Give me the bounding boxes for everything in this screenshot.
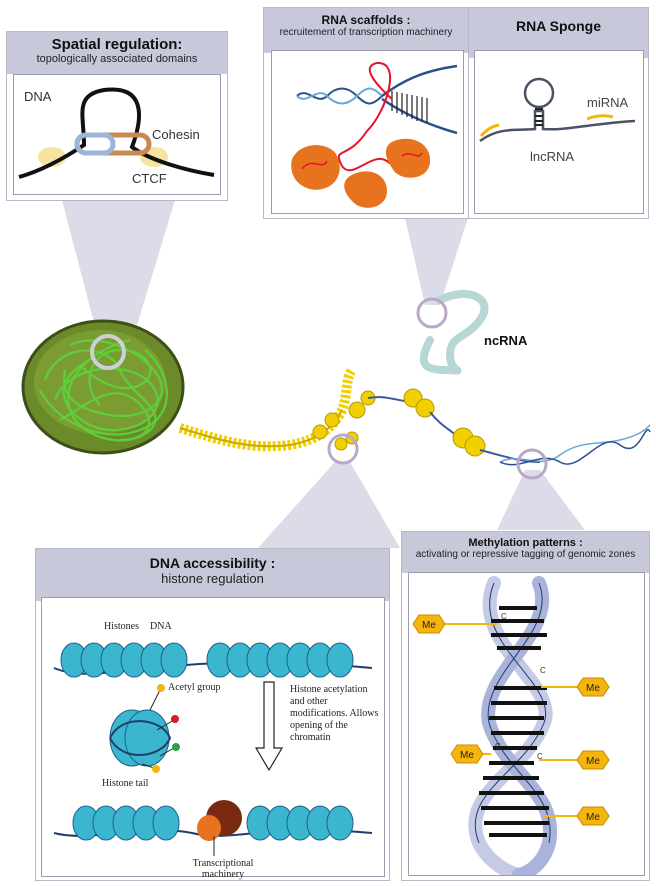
acetylation-arrow	[254, 681, 284, 772]
cytosine-label: C	[537, 752, 543, 761]
nucleosome-diagram	[53, 642, 373, 856]
rna-scaffolds-panel: RNA scaffolds : recruitement of transcri…	[263, 7, 469, 219]
helix-backbone	[468, 576, 558, 875]
methylation-title: Methylation patterns :	[468, 537, 583, 549]
ncrna-label: ncRNA	[484, 333, 528, 348]
protein-right	[385, 138, 431, 178]
naked-dna-helix	[499, 424, 651, 466]
sponge-body: miRNA lncRNA	[474, 50, 644, 214]
sponge-title: RNA Sponge	[515, 18, 602, 34]
methylation-header: Methylation patterns : activating or rep…	[402, 532, 649, 573]
methylation-highlight-circle	[516, 448, 548, 480]
dna-accessibility-label: DNA	[150, 621, 172, 632]
spatial-subtitle: topologically associated domains	[36, 53, 198, 65]
mirna-label: miRNA	[587, 95, 629, 110]
me-tag-label: Me	[586, 812, 600, 823]
me-tag-label: Me	[586, 756, 600, 767]
ncrna-strand	[419, 289, 489, 375]
me-tag-label: Me	[460, 750, 474, 761]
me-tag	[412, 614, 446, 634]
helix-outline	[474, 582, 551, 844]
lncrna-scaffold	[337, 61, 413, 172]
scaffold-diagram	[291, 61, 458, 208]
me-tag-label: Me	[586, 683, 600, 694]
base-pairs	[479, 606, 549, 837]
histone-tail-marker	[152, 765, 160, 773]
acetyl-label: Acetyl group	[168, 682, 221, 693]
chromatin-tangle	[39, 338, 168, 442]
cytosine-label: C	[501, 612, 507, 621]
mirna-left	[479, 123, 500, 137]
dna-accessibility-panel: DNA accessibility : histone regulation	[35, 548, 390, 881]
histones-label: Histones	[104, 621, 139, 632]
tad-loop-diagram	[18, 87, 215, 179]
cytosine-label: C	[495, 742, 501, 751]
scaffolds-title: RNA scaffolds :	[321, 13, 411, 27]
cohesin-label: Cohesin	[152, 127, 200, 142]
spatial-connector	[62, 200, 175, 365]
cytosine-label: C	[540, 666, 546, 675]
mirna-right	[586, 114, 614, 121]
me-tag	[576, 806, 610, 826]
accessibility-header: DNA accessibility : histone regulation	[36, 549, 389, 601]
single-nucleosome	[109, 684, 180, 773]
me-tag	[576, 677, 610, 697]
acetylation-description: Histone acetylation and other modificati…	[290, 684, 379, 743]
scaffold-connector	[405, 218, 468, 305]
methylation-subtitle: activating or repressive tagging of geno…	[415, 549, 636, 560]
dna-label: DNA	[24, 89, 52, 104]
hairpin-loop	[523, 77, 555, 109]
spatial-regulation-panel: Spatial regulation: topologically associ…	[6, 31, 228, 201]
accessibility-subtitle: histone regulation	[161, 571, 264, 586]
methylation-panel: Methylation patterns : activating or rep…	[401, 531, 650, 881]
protein-center	[344, 171, 387, 208]
me-tag	[450, 744, 484, 764]
dna-loop	[18, 87, 215, 179]
scaffolds-subtitle: recruitement of transcription machinery	[279, 27, 453, 38]
acetyl-group-marker	[157, 684, 165, 692]
scaffolds-body	[271, 50, 464, 214]
spatial-header: Spatial regulation: topologically associ…	[7, 32, 227, 74]
transcription-bubble	[391, 91, 428, 123]
sponge-diagram	[479, 77, 636, 143]
ncrna-highlight-circle	[416, 297, 448, 329]
lncrna-label: lncRNA	[530, 149, 575, 164]
hairpin-stem	[535, 108, 543, 126]
accessibility-title: DNA accessibility :	[149, 555, 276, 571]
open-nucleosome-row	[53, 805, 373, 841]
chromatin-fiber	[178, 367, 541, 463]
spatial-title: Spatial regulation:	[51, 36, 183, 53]
methylation-connector	[497, 470, 585, 530]
spatial-body: DNA Cohesin CTCF	[13, 74, 221, 195]
compact-nucleosome-row	[53, 642, 373, 678]
sponge-header: RNA Sponge	[469, 8, 648, 58]
rna-sponge-panel: RNA Sponge miRNA lncRNA	[468, 7, 649, 219]
transcriptional-machinery-blob	[197, 800, 242, 856]
me-tag-label: Me	[422, 620, 436, 631]
ctcf-label: CTCF	[132, 171, 167, 186]
machinery-label: Transcriptional machinery	[192, 858, 254, 880]
accessibility-connector	[258, 462, 400, 548]
nucleus-highlight-circle	[90, 334, 126, 370]
protein-left	[291, 145, 340, 190]
scaffolds-header: RNA scaffolds : recruitement of transcri…	[264, 8, 468, 53]
me-tag	[576, 750, 610, 770]
dna-double-helix	[296, 87, 383, 105]
histone-tail-label: Histone tail	[102, 778, 149, 789]
accessibility-body: Histones DNA Acetyl group Histone tail H…	[41, 597, 385, 880]
accessibility-highlight-circle	[327, 433, 359, 465]
